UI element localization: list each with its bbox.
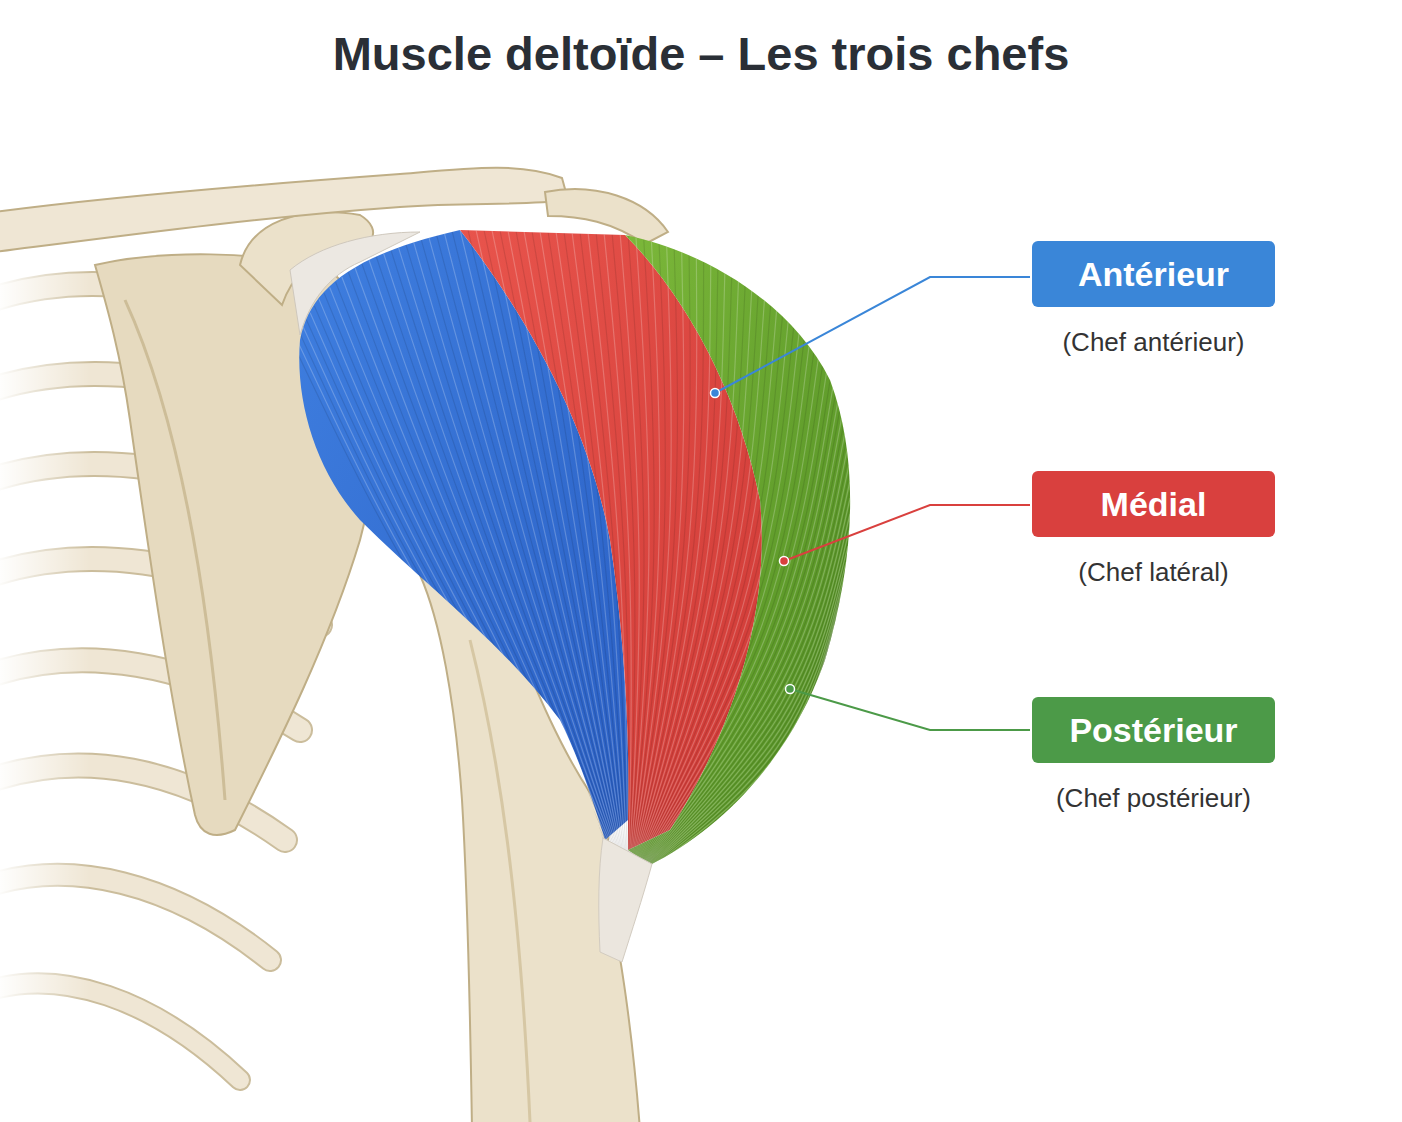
humerus-shade bbox=[470, 640, 530, 1122]
muscle-fiber bbox=[628, 514, 850, 885]
muscle-fiber bbox=[628, 301, 764, 885]
muscle-fibers bbox=[296, 230, 850, 906]
muscle-fiber bbox=[628, 482, 850, 885]
muscle-fiber bbox=[508, 231, 628, 885]
label-box: Postérieur (Chef postérieur) bbox=[1032, 697, 1275, 814]
muscle-fiber bbox=[628, 679, 818, 885]
muscle-fiber bbox=[628, 609, 838, 885]
muscle-fiber bbox=[628, 506, 850, 885]
muscle-fiber bbox=[628, 546, 848, 885]
muscle-fiber bbox=[628, 562, 846, 885]
leader-line bbox=[715, 277, 1030, 393]
muscle-fiber bbox=[500, 231, 628, 885]
muscle-fiber bbox=[628, 403, 838, 885]
muscle-fiber bbox=[628, 641, 831, 885]
head-subtitle: (Chef postérieur) bbox=[1032, 783, 1275, 814]
muscle-fiber bbox=[628, 648, 828, 885]
leader-lines bbox=[711, 277, 1031, 730]
scapula-ridge bbox=[125, 300, 225, 800]
muscle-fiber bbox=[540, 232, 628, 885]
muscle-fiber bbox=[628, 664, 824, 885]
muscle-fiber bbox=[628, 522, 850, 885]
muscle-fiber bbox=[628, 693, 812, 885]
muscle-fiber bbox=[628, 671, 821, 885]
leader-dot bbox=[780, 557, 789, 566]
muscle-fiber bbox=[628, 474, 849, 885]
muscle-fiber bbox=[628, 722, 797, 885]
muscle-fiber bbox=[596, 234, 628, 885]
muscle-fiber bbox=[628, 578, 844, 885]
label-box: Médial (Chef latéral) bbox=[1032, 471, 1275, 588]
muscle-fiber bbox=[628, 380, 830, 885]
leader-dot bbox=[711, 389, 720, 398]
muscle-fiber bbox=[628, 625, 834, 885]
muscle-fiber bbox=[376, 257, 628, 885]
muscle-fiber bbox=[628, 729, 793, 885]
muscle-fiber bbox=[628, 686, 815, 885]
muscle-fiber bbox=[628, 554, 847, 885]
muscle-fiber bbox=[628, 434, 845, 885]
muscle-fiber bbox=[628, 316, 782, 885]
muscle-fiber bbox=[628, 450, 847, 885]
muscle-fiber bbox=[628, 736, 789, 885]
muscle-fiber bbox=[516, 232, 628, 885]
muscle-fiber bbox=[572, 233, 628, 885]
muscle-fiber bbox=[628, 538, 849, 885]
muscle-fiber bbox=[628, 458, 848, 885]
leader-dot bbox=[786, 685, 795, 694]
muscle-fiber bbox=[628, 586, 843, 885]
muscle-fiber bbox=[628, 466, 849, 885]
insertion-tendon bbox=[599, 838, 652, 962]
muscle-fiber bbox=[628, 617, 836, 885]
head-label: Antérieur bbox=[1032, 241, 1275, 307]
muscle-fiber bbox=[628, 570, 845, 885]
muscle-fiber bbox=[319, 299, 628, 885]
head-label: Postérieur bbox=[1032, 697, 1275, 763]
muscle-fiber bbox=[628, 708, 805, 885]
muscle-fiber bbox=[628, 340, 804, 885]
muscle-fiber bbox=[628, 306, 771, 885]
fade bbox=[0, 180, 90, 1122]
muscle-fiber bbox=[628, 498, 850, 885]
muscle-fiber bbox=[628, 633, 833, 885]
leader-line bbox=[790, 689, 1030, 730]
muscle-fiber bbox=[492, 231, 628, 885]
muscle-fiber bbox=[460, 230, 628, 885]
muscle-fiber bbox=[564, 233, 628, 885]
muscle-fiber bbox=[628, 419, 841, 885]
muscle-fiber bbox=[484, 231, 628, 885]
muscle-fiber bbox=[628, 594, 841, 885]
muscle-fiber bbox=[476, 230, 628, 885]
muscle-fiber bbox=[628, 266, 711, 885]
muscle-fiber bbox=[612, 235, 635, 885]
muscle-fiber bbox=[628, 602, 840, 885]
muscle-fiber bbox=[628, 715, 801, 885]
muscle-fiber bbox=[604, 234, 631, 885]
muscle-fiber bbox=[524, 232, 628, 885]
head-label: Médial bbox=[1032, 471, 1275, 537]
diagram-title: Muscle deltoïde – Les trois chefs bbox=[0, 26, 1402, 81]
muscle-fiber bbox=[468, 230, 628, 885]
leader-line bbox=[784, 505, 1030, 561]
muscle-fiber bbox=[628, 700, 808, 885]
muscle-fiber bbox=[548, 233, 628, 885]
muscle-fiber bbox=[588, 234, 628, 885]
muscle-fiber bbox=[628, 530, 849, 885]
head-subtitle: (Chef latéral) bbox=[1032, 557, 1275, 588]
muscle-fiber bbox=[556, 233, 628, 885]
head-subtitle: (Chef antérieur) bbox=[1032, 327, 1275, 358]
label-box: Antérieur (Chef antérieur) bbox=[1032, 241, 1275, 358]
